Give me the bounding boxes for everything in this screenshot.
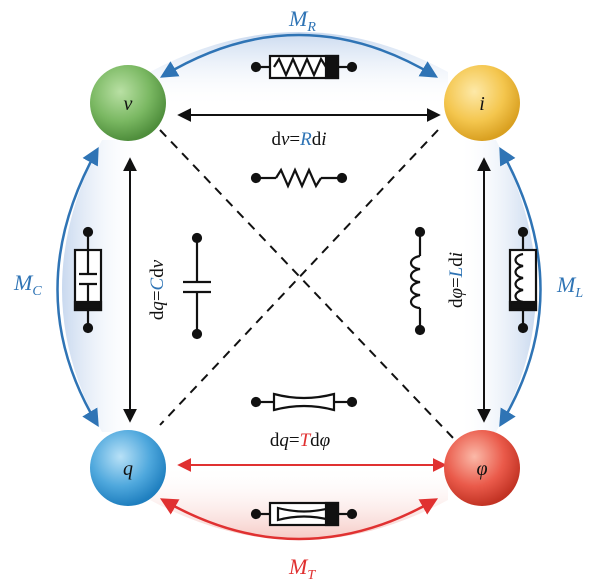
node-v-label: v	[124, 93, 133, 115]
memristor-symbol-bottom	[250, 501, 358, 527]
equation-capacitor: dq=Cdv	[147, 259, 168, 320]
memristor-symbol-left	[73, 226, 103, 334]
diagonal-v-phi	[159, 129, 456, 441]
memristor-symbol-right	[508, 226, 538, 334]
arc-top	[160, 33, 438, 78]
node-phi-label: φ	[476, 458, 487, 480]
capacitor-icon	[183, 232, 211, 340]
label-mt: MT	[288, 554, 316, 583]
equation-inductor: dφ=Ldi	[446, 252, 467, 308]
label-ml: ML	[556, 272, 583, 301]
arc-bottom	[159, 498, 439, 541]
memristor-symbol-top	[250, 54, 358, 80]
equation-memristor: dq=Tdφ	[270, 430, 330, 451]
inductor-icon	[409, 226, 426, 336]
node-phi	[444, 430, 520, 506]
label-mr: MR	[288, 6, 316, 35]
node-i-label: i	[479, 93, 485, 115]
equation-resistor: dv=Rdi	[271, 129, 326, 150]
label-mc: MC	[13, 270, 42, 299]
resistor-icon	[250, 167, 348, 189]
node-v	[90, 65, 166, 141]
diagonal-i-q	[159, 129, 439, 426]
arc-right	[499, 146, 542, 428]
node-q-label: q	[123, 458, 133, 480]
node-q	[90, 430, 166, 506]
node-i	[444, 65, 520, 141]
arc-left	[56, 146, 99, 428]
memristor-icon	[250, 392, 358, 412]
